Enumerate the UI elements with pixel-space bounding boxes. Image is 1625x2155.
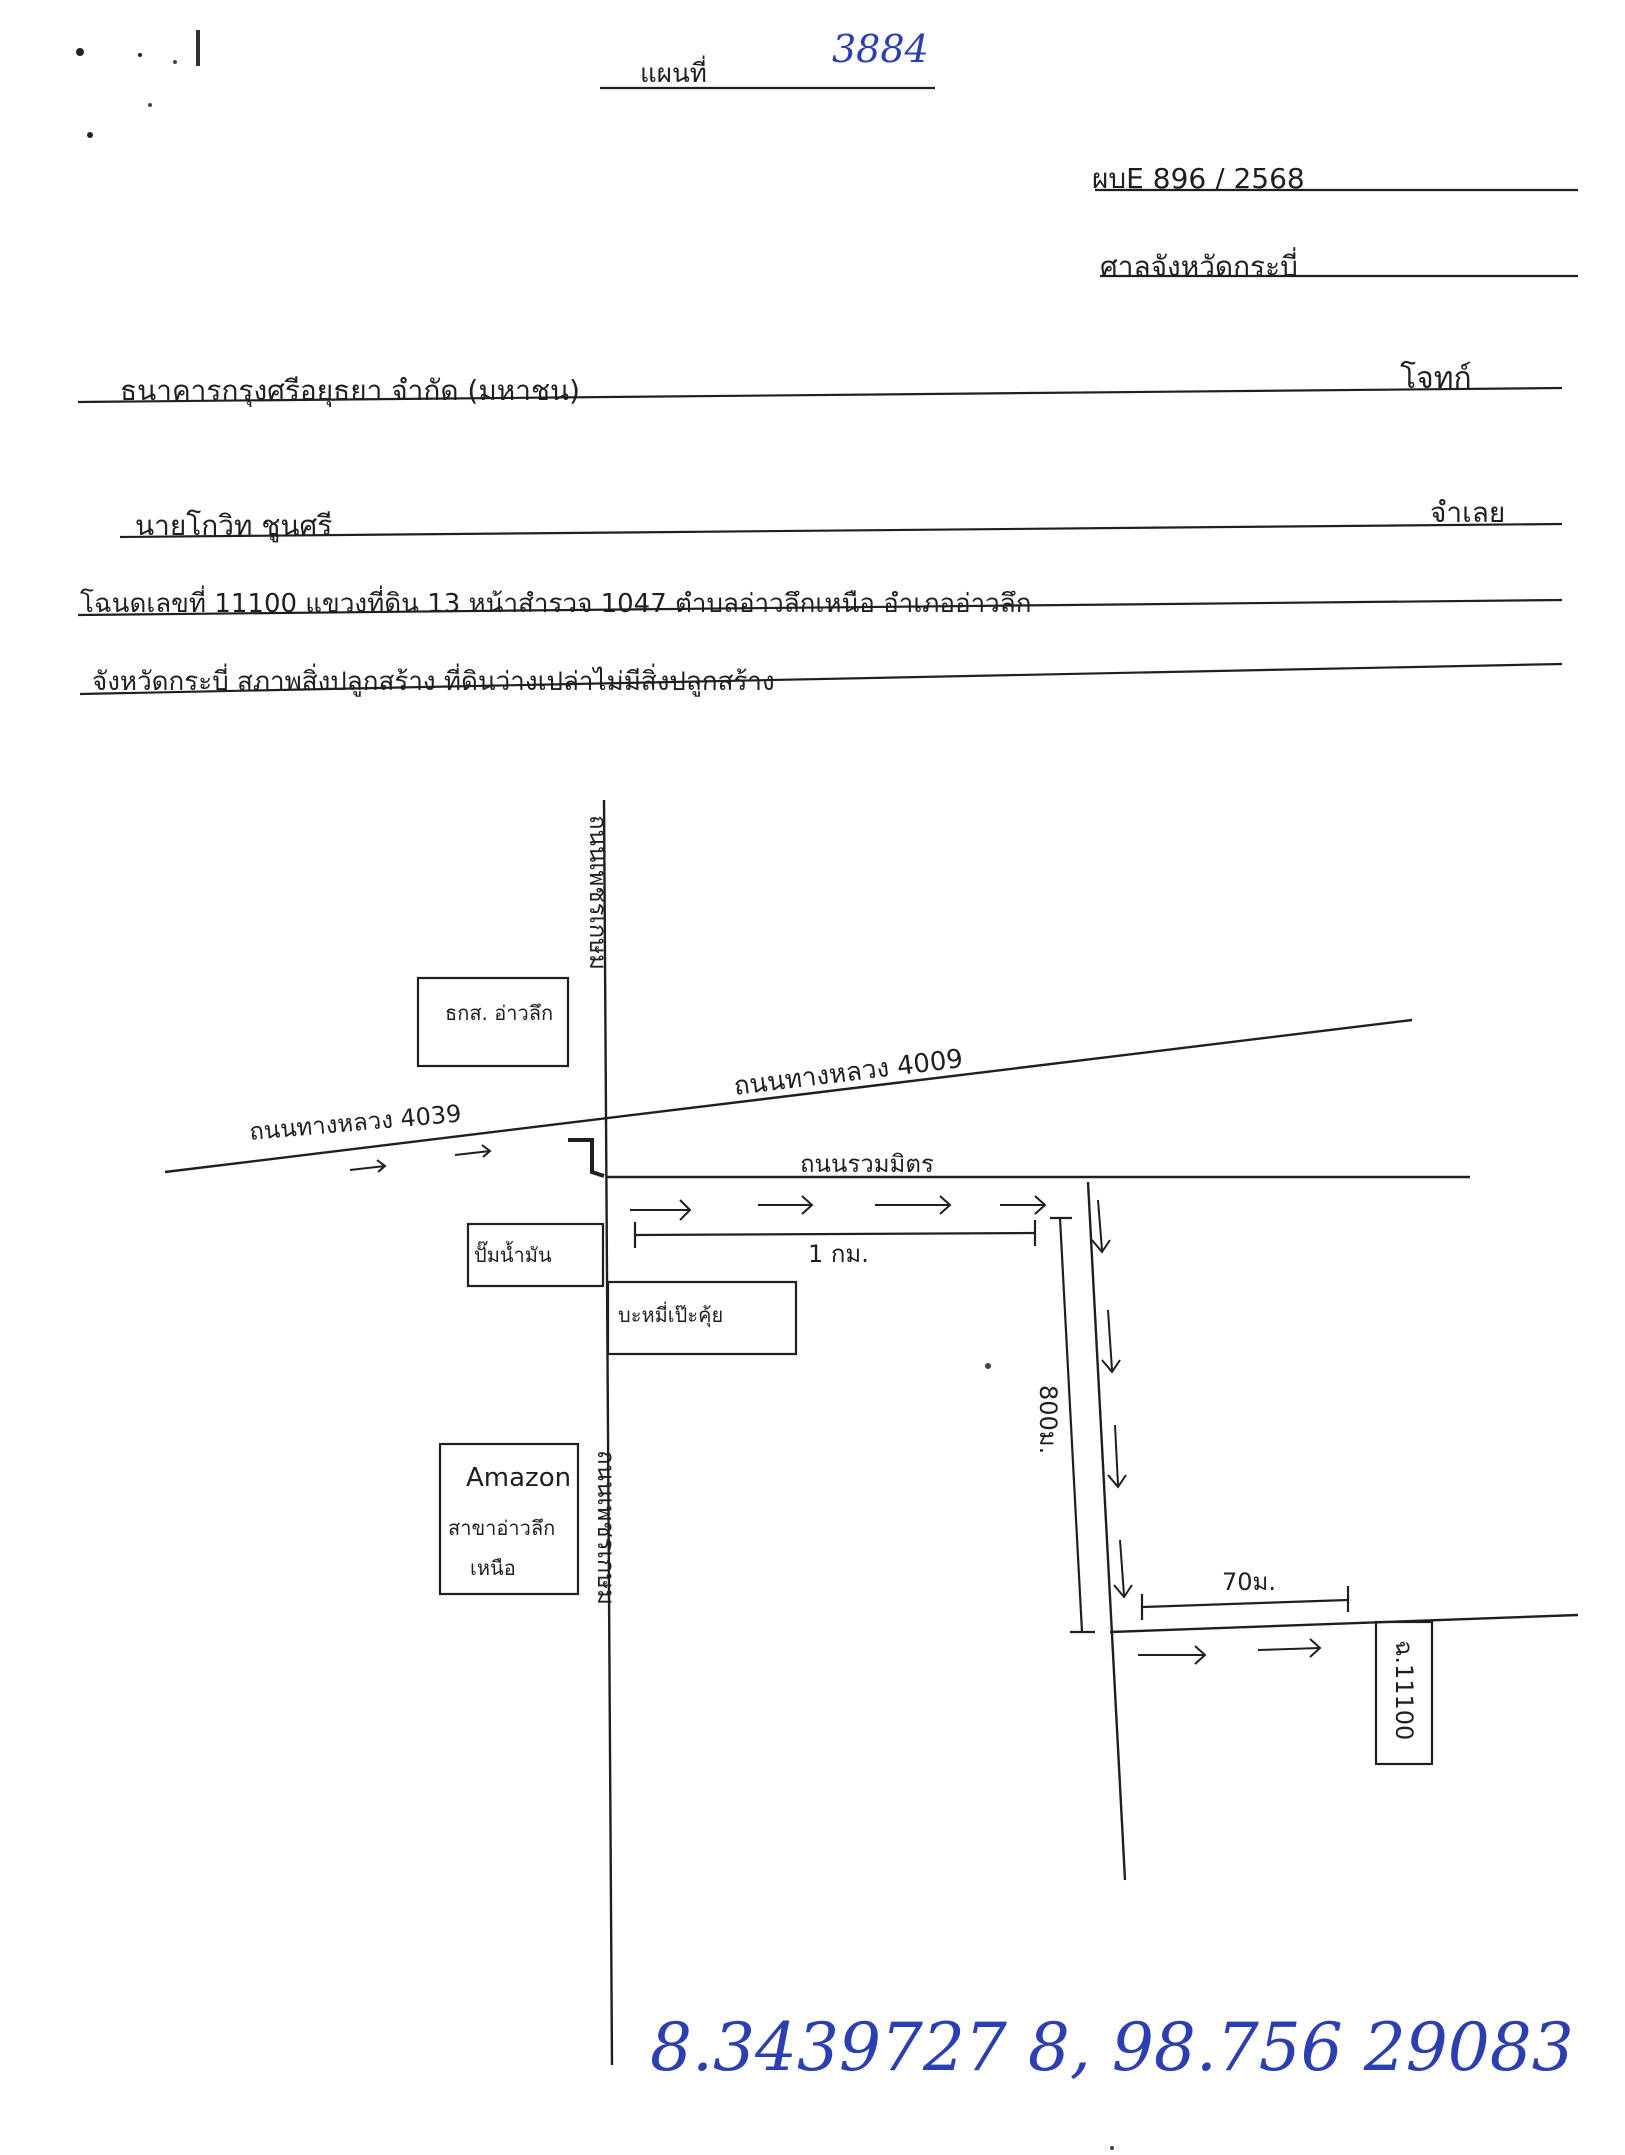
arrow-road-4 [1000, 1195, 1047, 1215]
distance-1km: 1 กม. [808, 1240, 869, 1268]
landmark-station-box [466, 1222, 605, 1288]
highway-label-right: ถนนทางหลวง 4009 [732, 1044, 964, 1102]
court-name: ศาลจังหวัดกระบี่ [1100, 247, 1298, 283]
sketch-map: ถนนเพชรเกษม ถนนเพชรเกษม ถนนทางหลวง 4009 … [164, 799, 1579, 2066]
arrow-highway-1 [349, 1159, 387, 1173]
main-vertical-road [602, 799, 614, 2066]
landmark-amazon-north: เหนือ [470, 1556, 516, 1580]
plaintiff-name: ธนาคารกรุงศรีอยุธยา จำกัด (มหาชน) [120, 374, 580, 408]
arrow-lower-1 [1138, 1645, 1207, 1665]
diagonal-highway [164, 1018, 1413, 1174]
arrow-road-3 [875, 1195, 952, 1215]
horizontal-road-label: ถนนรวมมิตร [800, 1150, 934, 1178]
defendant-line [119, 522, 1563, 539]
landmark-amazon-name: Amazon [466, 1463, 571, 1493]
side-vertical-road [1086, 1181, 1127, 1881]
page-number: 3884 [832, 27, 929, 71]
defendant-name: นายโกวิท ชูนศรี [135, 509, 332, 543]
lower-horizontal-road [1109, 1613, 1579, 1634]
dimension-70m [1141, 1598, 1349, 1609]
gps-coordinates: 8.3439727 8, 98.756 29083 [650, 2009, 1574, 2086]
arrow-road-1 [630, 1199, 692, 1221]
address-line-2-underline [79, 662, 1563, 696]
arrow-down-1 [1091, 1199, 1111, 1254]
arrow-down-2 [1101, 1309, 1121, 1374]
arrow-road-2 [758, 1195, 814, 1215]
defendant-role: จำเลย [1430, 496, 1505, 529]
plaintiff-role: โจทก์ [1400, 360, 1472, 396]
dimension-1km [634, 1231, 1036, 1237]
vertical-road-label-top: ถนนเพชรเกษม [584, 815, 612, 970]
arrow-down-3 [1107, 1424, 1127, 1489]
address-line-1-underline [77, 598, 1563, 617]
landmark-amazon-box [438, 1442, 580, 1596]
landmark-station: ปั๊มน้ำมัน [474, 1240, 552, 1267]
landmark-amazon-branch: สาขาอ่าวลึก [448, 1516, 555, 1540]
distance-70m: 70ม. [1222, 1568, 1276, 1596]
arrow-highway-2 [454, 1144, 492, 1158]
landmark-bank: ธกส. อ่าวลึก [445, 1001, 553, 1025]
plaintiff-line [77, 386, 1563, 404]
distance-800m: 800ม. [1034, 1385, 1062, 1454]
turn-marker [568, 1138, 605, 1178]
scan-dot-bottom [1110, 2146, 1114, 2150]
arrow-lower-2 [1257, 1638, 1322, 1658]
target-plot-label: ฉ.11100 [1390, 1640, 1418, 1740]
vertical-road-label-bottom: ถนนเพชรเกษม [592, 1450, 620, 1605]
landmark-bank-box [416, 976, 570, 1068]
arrow-down-4 [1113, 1539, 1133, 1599]
landmark-market: บะหมี่เป๊ะคุ้ย [618, 1301, 723, 1328]
dimension-800m [1058, 1217, 1084, 1633]
landmark-market-box [606, 1280, 798, 1356]
page-label: แผนที่ [640, 55, 707, 89]
target-plot-box [1374, 1620, 1434, 1766]
scan-dot [985, 1363, 991, 1369]
scan-specks [76, 30, 200, 138]
